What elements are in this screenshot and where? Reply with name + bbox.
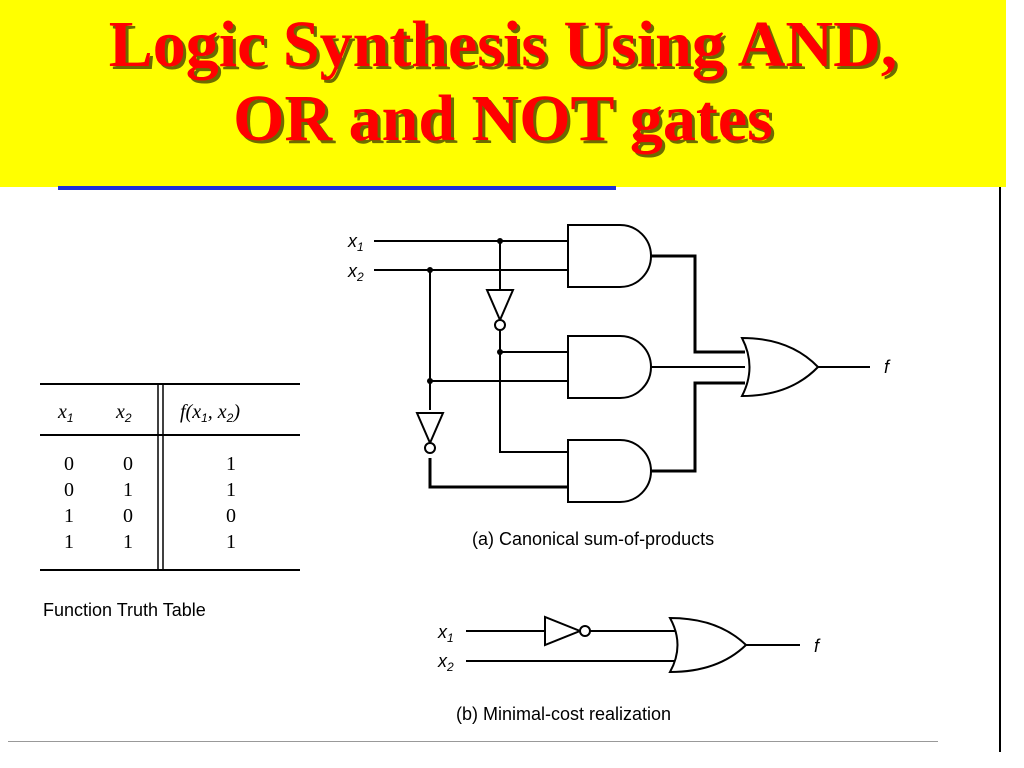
cell-r2-x1: 0 [64, 479, 74, 501]
circuit-a-input-x2: x2 [347, 261, 364, 284]
cell-r1-x1: 0 [64, 453, 74, 475]
junction-dot [497, 349, 503, 355]
cell-r3-x1: 1 [64, 505, 74, 527]
and-gate-3 [567, 439, 652, 503]
wire-notx2-to-and3 [428, 458, 568, 489]
circuit-a-output-f: f [884, 357, 891, 377]
junction-dot [497, 238, 503, 244]
title-line-2: OR and NOT gates [233, 82, 773, 155]
cell-r1-x2: 0 [123, 453, 133, 475]
junction-dot [427, 378, 433, 384]
header-x2: x2 [115, 401, 132, 425]
and-gate-1 [567, 224, 652, 288]
title-banner [0, 0, 1006, 187]
or-gate-b [668, 616, 748, 674]
not-bubble [494, 319, 506, 331]
not-gate-b [544, 615, 583, 647]
wire-notx1-to-and3 [499, 330, 568, 453]
or-gate [740, 336, 820, 398]
cell-r2-f: 1 [226, 479, 236, 501]
truth-table-caption: Function Truth Table [43, 600, 206, 620]
not-bubble [579, 625, 591, 637]
circuit-b: x1 x2 f (b) Minimal-cost realization [437, 615, 821, 724]
and-gate-2 [567, 335, 652, 399]
circuit-b-input-x2: x2 [437, 651, 454, 674]
slide-title: Logic Synthesis Using AND, OR and NOT ga… [0, 8, 1006, 156]
circuit-a: x1 x2 f (a) Canonical sum-of-pr [347, 224, 891, 549]
cell-r3-f: 0 [226, 505, 236, 527]
link-underline [58, 186, 616, 190]
circuit-b-output-f: f [814, 636, 821, 656]
cell-r4-x1: 1 [64, 531, 74, 553]
header-f: f(x1, x2) [180, 401, 240, 425]
cell-r2-x2: 1 [123, 479, 133, 501]
wire-and1-to-or [651, 254, 745, 354]
cell-r4-f: 1 [226, 531, 236, 553]
circuit-b-input-x1: x1 [437, 622, 454, 645]
junction-dot [427, 267, 433, 273]
wire-and3-to-or [651, 381, 745, 473]
circuit-a-caption: (a) Canonical sum-of-products [472, 529, 714, 549]
truth-table: x1 x2 f(x1, x2) 0 0 1 0 1 1 1 0 0 1 1 1 … [40, 383, 300, 620]
circuit-b-caption: (b) Minimal-cost realization [456, 704, 671, 724]
cell-r3-x2: 0 [123, 505, 133, 527]
cell-r4-x2: 1 [123, 531, 133, 553]
not-gate-x2 [415, 412, 445, 446]
cell-r1-f: 1 [226, 453, 236, 475]
not-gate-x1 [485, 289, 515, 323]
header-x1: x1 [57, 401, 74, 425]
circuit-a-input-x1: x1 [347, 231, 364, 254]
right-border-line [999, 187, 1001, 752]
bottom-divider [8, 741, 938, 742]
title-line-1: Logic Synthesis Using AND, [108, 8, 898, 81]
not-bubble [424, 442, 436, 454]
